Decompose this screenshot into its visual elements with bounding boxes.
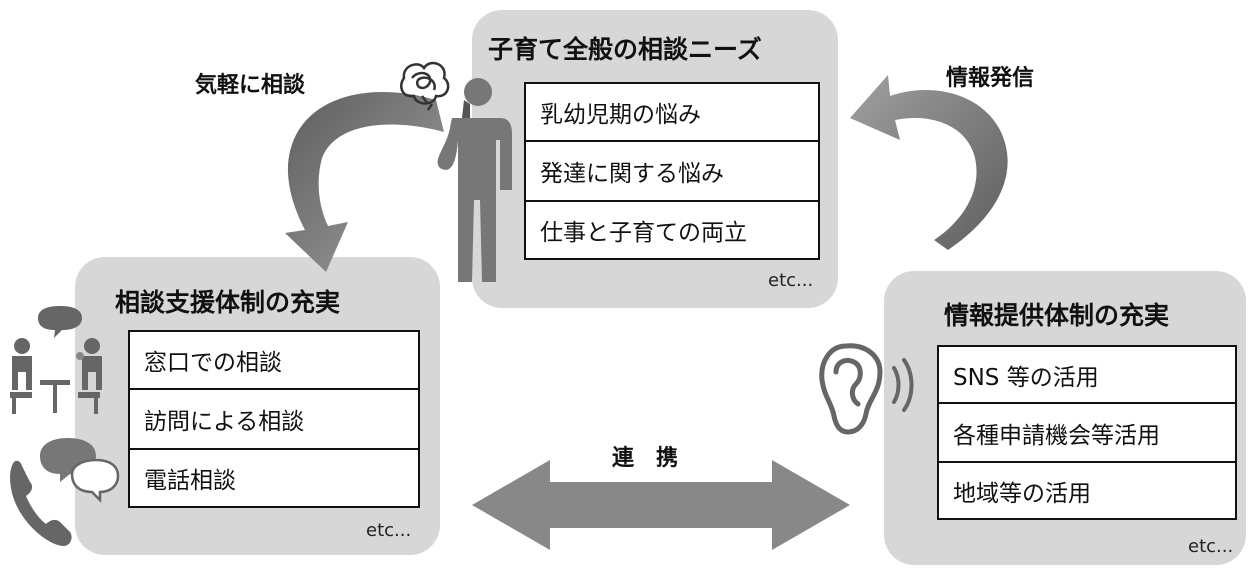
right-panel-item: 各種申請機会等活用 bbox=[937, 404, 1237, 463]
collaboration-arrow bbox=[472, 460, 850, 550]
consult-label: 気軽に相談 bbox=[195, 73, 306, 98]
left-panel-item: 電話相談 bbox=[128, 448, 420, 508]
consultation-people-icon bbox=[10, 306, 102, 414]
collaboration-label: 連 携 bbox=[612, 446, 679, 471]
left-panel-item: 訪問による相談 bbox=[128, 390, 420, 450]
right-panel-item: 地域等の活用 bbox=[937, 461, 1237, 520]
consult-arrow bbox=[285, 92, 444, 273]
ear-icon bbox=[819, 343, 914, 435]
left-panel-etc: etc... bbox=[366, 520, 412, 541]
left-panel-item: 窓口での相談 bbox=[128, 330, 420, 390]
tangled-thought-icon bbox=[400, 61, 450, 111]
person-thinking-icon bbox=[437, 78, 512, 282]
info-arrow bbox=[850, 75, 1008, 250]
info-label: 情報発信 bbox=[946, 66, 1035, 91]
right-panel-item: SNS 等の活用 bbox=[937, 345, 1237, 404]
top-panel-etc: etc... bbox=[768, 270, 814, 291]
top-panel-title: 子育て全般の相談ニーズ bbox=[488, 35, 762, 64]
top-panel-item: 仕事と子育ての両立 bbox=[524, 200, 820, 260]
right-panel-title: 情報提供体制の充実 bbox=[944, 301, 1170, 330]
right-panel-etc: etc... bbox=[1188, 536, 1234, 557]
phone-chat-icon bbox=[10, 438, 120, 546]
top-panel-item: 乳幼児期の悩み bbox=[524, 82, 820, 142]
top-panel-item: 発達に関する悩み bbox=[524, 142, 820, 202]
left-panel-title: 相談支援体制の充実 bbox=[115, 288, 341, 317]
